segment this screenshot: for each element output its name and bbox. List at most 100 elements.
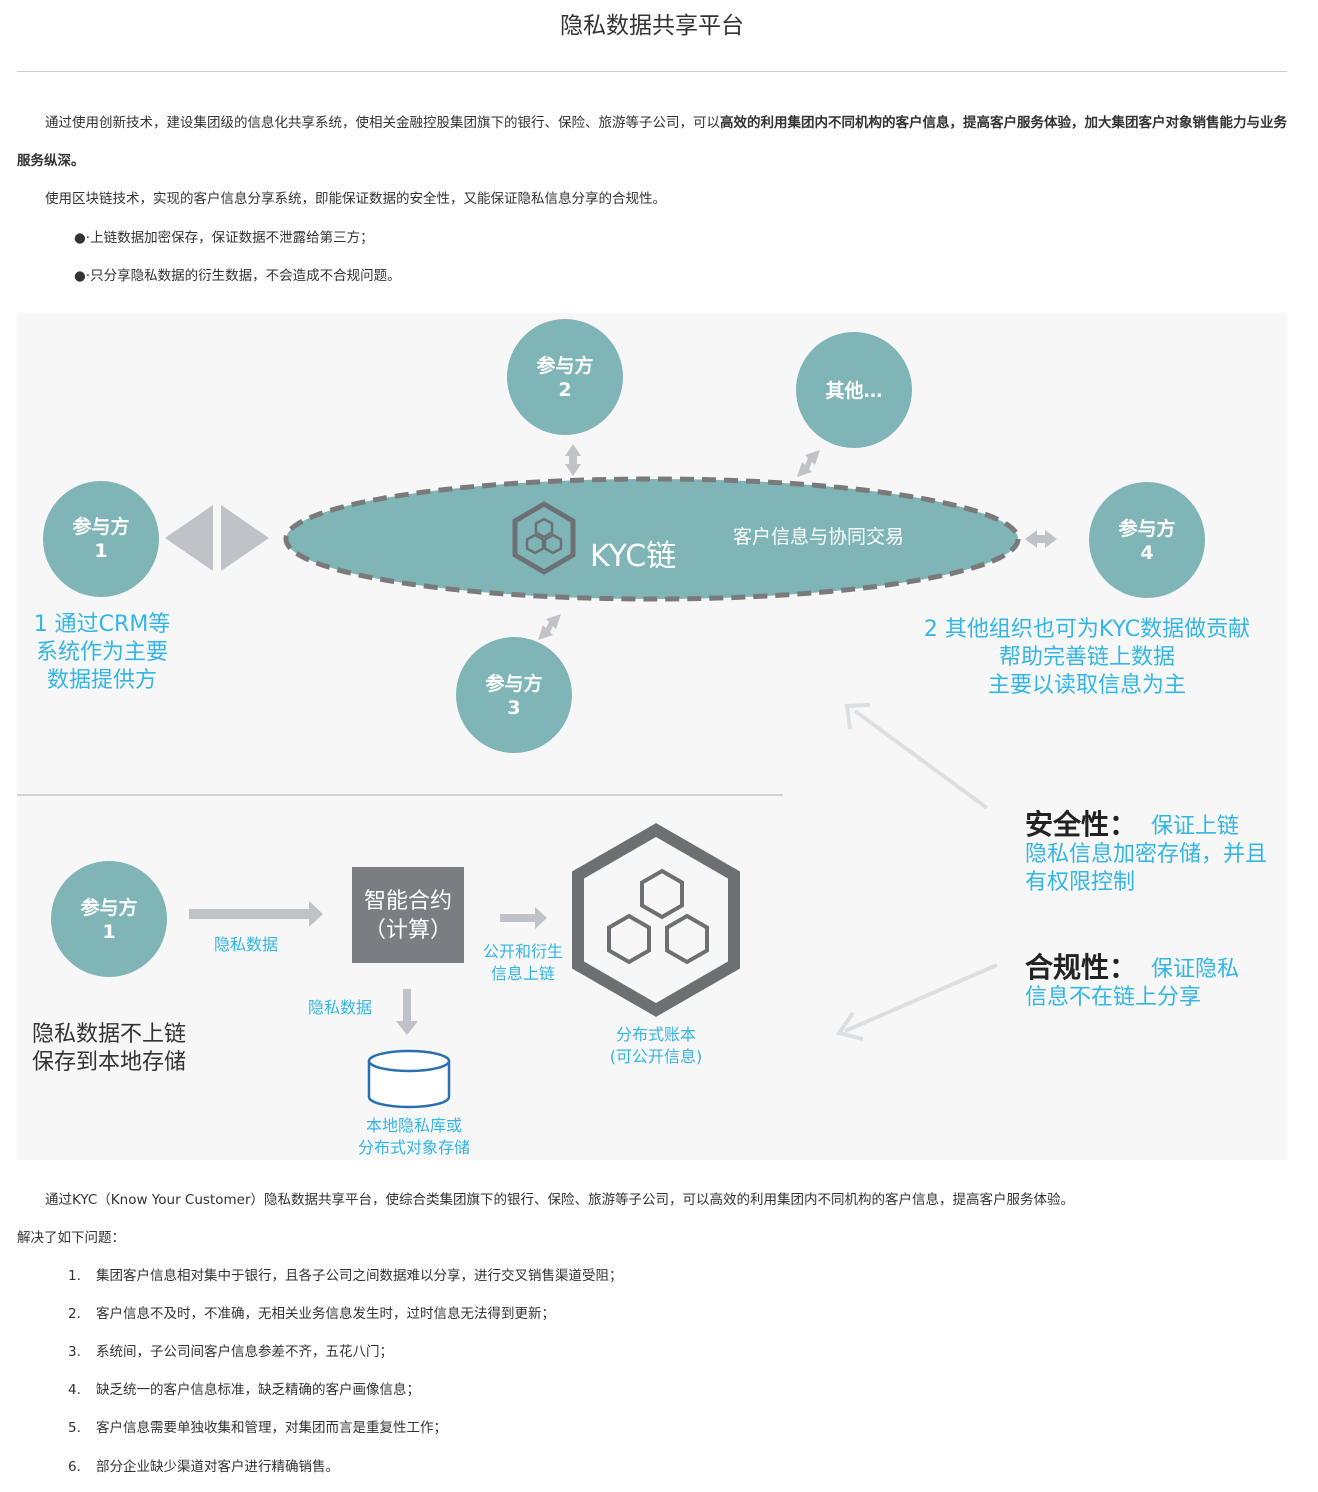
problem-item-3: 3. 系统间，子公司间客户信息参差不齐，五花八门； — [68, 1342, 393, 1362]
intro-paragraph-1: 通过使用创新技术，建设集团级的信息化共享系统，使相关金融控股集团旗下的银行、保险… — [17, 104, 1287, 180]
arrow-p3-chain-icon — [538, 614, 561, 640]
security-line-3: 有权限控制 — [1025, 870, 1135, 895]
smart-contract-box: 智能合约 （计算） — [352, 867, 464, 963]
kyc-hexagon-logo-icon — [512, 501, 576, 575]
arrow-to-storage-icon — [396, 989, 418, 1035]
problem-item-2: 2. 客户信息不及时，不准确，无相关业务信息发生时，过时信息无法得到更新； — [68, 1304, 555, 1324]
participant-2-label: 参与方 — [536, 354, 593, 377]
problem-item-4: 4. 缺乏统一的客户信息标准，缺乏精确的客户画像信息； — [68, 1380, 420, 1400]
problem-text: 集团客户信息相对集中于银行，且各子公司之间数据难以分享，进行交叉销售渠道受阻； — [96, 1268, 623, 1284]
not-on-chain-note: 隐私数据不上链 保存到本地存储 — [32, 1022, 186, 1075]
security-note: 安全性： 保证上链 隐私信息加密存储，并且 有权限控制 — [1025, 808, 1267, 895]
compliance-pointer-arrow-icon — [835, 963, 998, 1041]
smart-contract-line-1: 智能合约 — [364, 889, 452, 914]
participant-1-node: 参与方 1 — [43, 481, 159, 597]
outro-paragraph-1: 通过KYC（Know Your Customer）隐私数据共享平台，使综合类集团… — [17, 1181, 1287, 1219]
problem-text: 客户信息不及时，不准确，无相关业务信息发生时，过时信息无法得到更新； — [96, 1306, 555, 1322]
right-note-line-2: 帮助完善链上数据 — [999, 645, 1175, 670]
participant-1-number: 1 — [94, 540, 107, 562]
problem-number: 2. — [68, 1306, 81, 1322]
private-data-label-1: 隐私数据 — [214, 935, 278, 954]
intro-p2-text: 使用区块链技术，实现的客户信息分享系统，即能保证数据的安全性，又能保证隐私信息分… — [45, 191, 666, 207]
title-divider — [17, 71, 1287, 72]
not-on-chain-line-2: 保存到本地存储 — [32, 1050, 186, 1075]
arrow-p2-chain-icon — [565, 444, 581, 476]
intro-paragraph-2: 使用区块链技术，实现的客户信息分享系统，即能保证数据的安全性，又能保证隐私信息分… — [17, 180, 1287, 218]
ledger-line-1: 分布式账本 — [616, 1025, 696, 1044]
problem-text: 缺乏统一的客户信息标准，缺乏精确的客户画像信息； — [96, 1382, 420, 1398]
private-data-label-2: 隐私数据 — [308, 998, 372, 1017]
security-line-1: 保证上链 — [1151, 814, 1239, 839]
problem-item-6: 6. 部分企业缺少渠道对客户进行精确销售。 — [68, 1457, 339, 1477]
security-line-2: 隐私信息加密存储，并且 — [1025, 842, 1267, 867]
problem-number: 1. — [68, 1268, 81, 1284]
bullet-mark: ●· — [74, 268, 91, 284]
outro-paragraph-2: 解决了如下问题： — [17, 1230, 125, 1246]
compliance-line-1: 保证隐私 — [1151, 957, 1239, 982]
kyc-chain-label: KYC链 — [590, 539, 676, 574]
database-icon — [367, 1049, 451, 1109]
bullet-text: 只分享隐私数据的衍生数据，不会造成不合规问题。 — [90, 268, 401, 284]
right-note: 2 其他组织也可为KYC数据做贡献 帮助完善链上数据 主要以读取信息为主 — [924, 617, 1250, 698]
intro-bullet-2: ●·只分享隐私数据的衍生数据，不会造成不合规问题。 — [74, 266, 401, 286]
problem-number: 6. — [68, 1459, 81, 1475]
intro-bullet-1: ●·上链数据加密保存，保证数据不泄露给第三方； — [74, 228, 374, 248]
smart-contract-line-2: （计算） — [364, 918, 452, 943]
bullet-text: 上链数据加密保存，保证数据不泄露给第三方； — [90, 230, 374, 246]
kyc-chain-ellipse: KYC链 客户信息与协同交易 — [283, 476, 1021, 602]
ledger-label: 分布式账本 (可公开信息) — [610, 1025, 703, 1066]
others-node: 其他… — [796, 332, 912, 448]
local-store-label: 本地隐私库或 分布式对象存储 — [358, 1116, 470, 1157]
not-on-chain-line-1: 隐私数据不上链 — [32, 1022, 186, 1047]
problem-number: 3. — [68, 1344, 81, 1360]
security-title: 安全性： — [1025, 808, 1137, 841]
problem-text: 系统间，子公司间客户信息参差不齐，五花八门； — [96, 1344, 393, 1360]
arrow-chain-p4-icon — [1025, 530, 1057, 548]
page-title: 隐私数据共享平台 — [560, 13, 744, 39]
bullet-mark: ●· — [74, 230, 91, 246]
kyc-diagram: 参与方 2 其他… 参与方 1 参与方 4 参与方 3 KYC链 — [17, 313, 1287, 1160]
problem-number: 5. — [68, 1420, 81, 1436]
compliance-note: 合规性： 保证隐私 信息不在链上分享 — [1025, 951, 1239, 1010]
problem-text: 部分企业缺少渠道对客户进行精确销售。 — [96, 1459, 339, 1475]
left-note-line-2: 系统作为主要 — [36, 640, 168, 665]
local-store-line-1: 本地隐私库或 — [366, 1116, 462, 1135]
participant-4-label: 参与方 — [1118, 517, 1175, 540]
right-note-line-3: 主要以读取信息为主 — [988, 673, 1186, 698]
ledger-hexagon-icon — [572, 823, 740, 1017]
participant-4-node: 参与方 4 — [1089, 482, 1205, 598]
problem-number: 4. — [68, 1382, 81, 1398]
kyc-chain-desc: 客户信息与协同交易 — [733, 526, 904, 548]
problem-item-5: 5.客户信息需要单独收集和管理，对集团而言是重复性工作； — [68, 1418, 447, 1438]
intro-p1-bold: 高效的利用集团内不同机构的客户信息，提高客户服务体验，加大集团客户对象销售能力与… — [17, 115, 1287, 169]
left-note-line-3: 数据提供方 — [47, 668, 157, 693]
arrow-to-ledger-icon — [500, 907, 547, 929]
outro-p1-text: 通过KYC（Know Your Customer）隐私数据共享平台，使综合类集团… — [45, 1192, 1074, 1208]
compliance-title: 合规性： — [1025, 951, 1137, 984]
bidirectional-big-arrow-icon — [165, 505, 269, 571]
participant-4-number: 4 — [1140, 542, 1153, 564]
lower-participant-1-node: 参与方 1 — [51, 861, 167, 977]
participant-2-node: 参与方 2 — [507, 319, 623, 435]
ledger-line-2: (可公开信息) — [610, 1047, 703, 1066]
left-note-line-1: 1 通过CRM等 — [34, 612, 171, 637]
problem-item-1: 1. 集团客户信息相对集中于银行，且各子公司之间数据难以分享，进行交叉销售渠道受阻… — [68, 1266, 623, 1286]
local-store-line-2: 分布式对象存储 — [358, 1138, 470, 1157]
participant-2-number: 2 — [558, 379, 571, 401]
participant-3-number: 3 — [507, 697, 520, 719]
public-derived-label: 公开和衍生 信息上链 — [483, 942, 563, 983]
lower-participant-1-label: 参与方 — [80, 896, 137, 919]
lower-participant-1-number: 1 — [102, 921, 115, 943]
participant-3-node: 参与方 3 — [456, 637, 572, 753]
others-label: 其他… — [825, 379, 882, 402]
right-note-line-1: 2 其他组织也可为KYC数据做贡献 — [924, 617, 1250, 642]
participant-3-label: 参与方 — [485, 672, 542, 695]
arrow-to-contract-icon — [189, 901, 323, 927]
participant-1-label: 参与方 — [72, 515, 129, 538]
left-note: 1 通过CRM等 系统作为主要 数据提供方 — [34, 612, 171, 693]
arrow-others-chain-icon — [797, 450, 820, 477]
public-derived-line-1: 公开和衍生 — [483, 942, 563, 961]
public-derived-line-2: 信息上链 — [491, 964, 555, 983]
compliance-line-2: 信息不在链上分享 — [1025, 985, 1201, 1010]
security-pointer-arrow-icon — [844, 703, 989, 810]
